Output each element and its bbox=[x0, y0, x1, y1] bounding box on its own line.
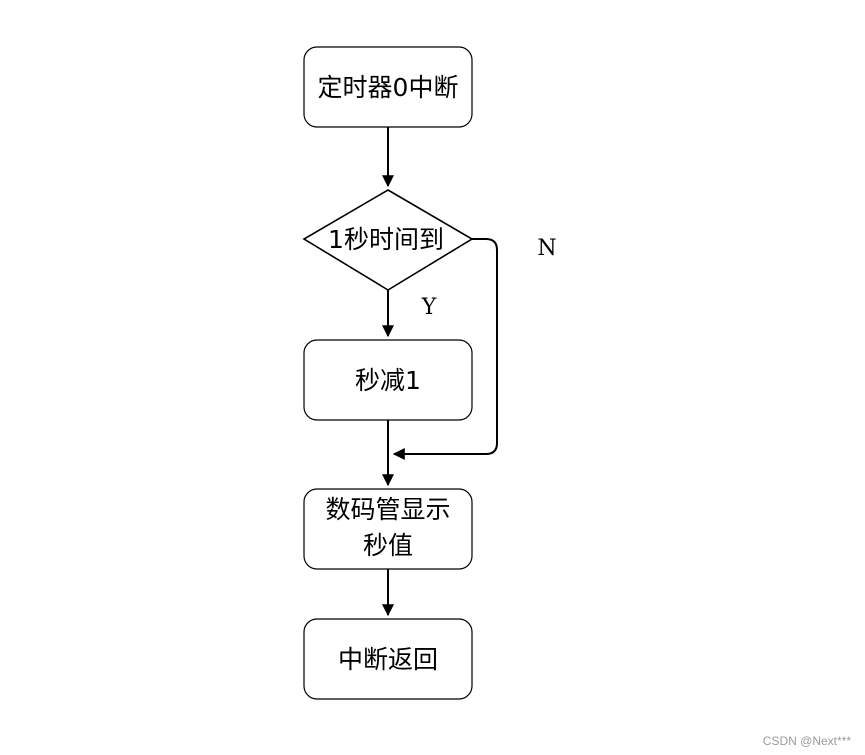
decision-node: 1秒时间到 bbox=[302, 189, 474, 291]
display-node-label-line1: 数码管显示 bbox=[325, 495, 450, 524]
watermark: CSDN @Next*** bbox=[762, 734, 851, 748]
end-node: 中断返回 bbox=[303, 618, 473, 700]
decision-node-label: 1秒时间到 bbox=[328, 225, 444, 254]
arrow-no-branch bbox=[392, 238, 498, 460]
no-branch-label: N bbox=[537, 236, 556, 261]
start-node-label: 定时器0中断 bbox=[318, 73, 459, 102]
start-node: 定时器0中断 bbox=[303, 46, 473, 128]
display-node-label-line2: 秒值 bbox=[363, 531, 413, 560]
decrement-node-label: 秒减1 bbox=[355, 366, 421, 395]
yes-branch-label: Y bbox=[421, 295, 437, 320]
display-node: 数码管显示 秒值 bbox=[303, 488, 473, 570]
end-node-label: 中断返回 bbox=[338, 645, 438, 674]
decrement-node: 秒减1 bbox=[303, 339, 473, 421]
